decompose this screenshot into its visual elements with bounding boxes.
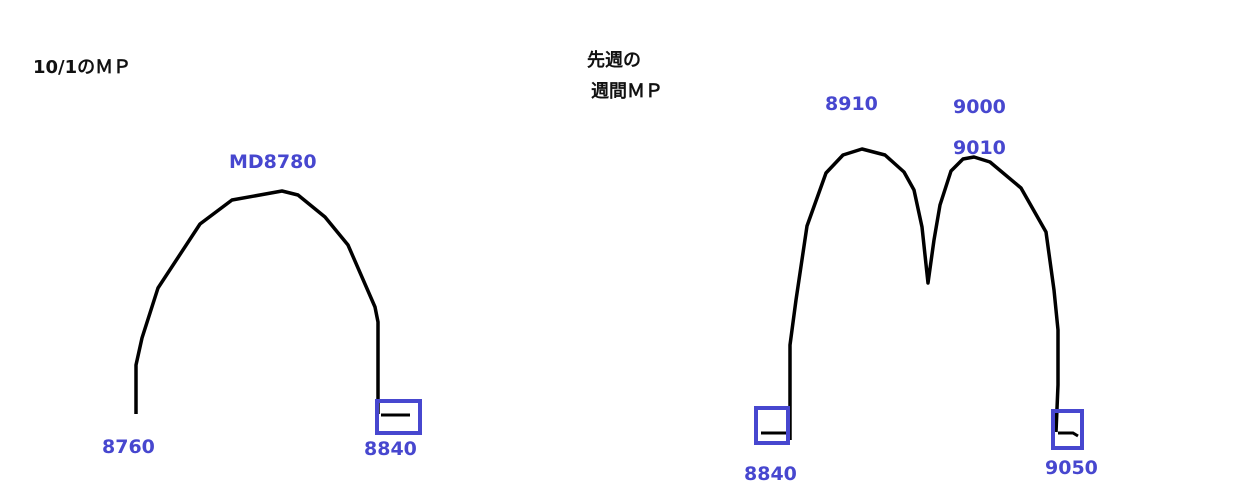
right-close-box: [1051, 409, 1084, 450]
right-peak2-high-label: 9000: [953, 96, 1006, 118]
right-close-tick: [1058, 431, 1079, 438]
right-open-label: 8840: [744, 463, 797, 485]
right-profile-curve: [788, 147, 1060, 440]
left-close-label: 8840: [364, 438, 417, 460]
right-profile-title-line1: 先週の: [587, 50, 641, 71]
left-peak-label: MD8780: [229, 151, 317, 173]
left-profile-curve: [134, 189, 380, 414]
right-profile-title-line2: 週間ＭＰ: [591, 81, 663, 102]
left-low-label: 8760: [102, 436, 155, 458]
right-peak1-label: 8910: [825, 93, 878, 115]
right-open-box: [754, 406, 790, 445]
left-profile-title: 10/1のＭＰ: [33, 57, 132, 78]
left-close-box: [375, 399, 422, 435]
right-close-label: 9050: [1045, 457, 1098, 479]
right-peak2-label: 9010: [953, 137, 1006, 159]
